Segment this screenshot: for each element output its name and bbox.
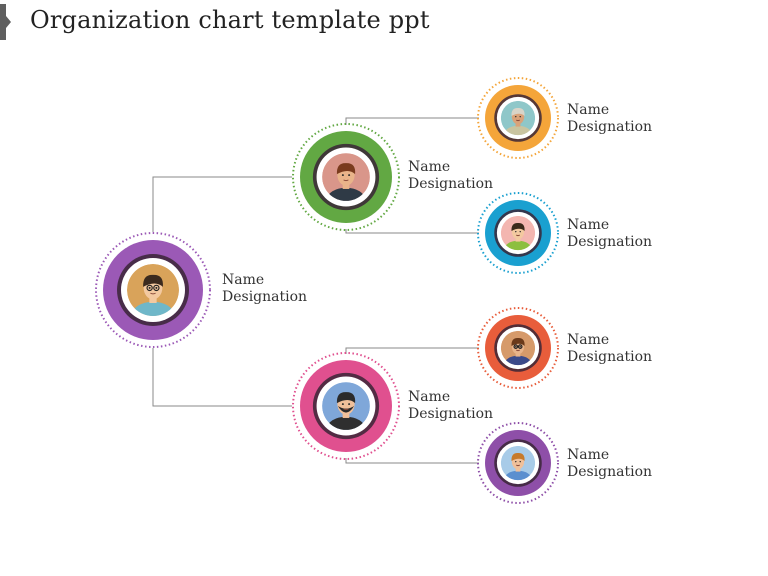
dotted-ring	[477, 307, 559, 389]
title-accent-bar	[0, 4, 11, 40]
org-nodes	[95, 77, 559, 504]
node-name: Name	[408, 159, 451, 175]
node-name: Name	[567, 217, 610, 233]
node-name: Name	[408, 389, 451, 405]
node-designation: Designation	[567, 119, 653, 135]
org-node-root	[95, 232, 211, 348]
connector-mgr1-emp1	[345, 117, 479, 125]
connector-mgr2-emp4	[345, 458, 479, 464]
bearded-man-avatar	[322, 382, 370, 430]
dotted-ring	[477, 422, 559, 504]
node-designation: Designation	[408, 176, 494, 192]
org-node-mgr1	[292, 123, 400, 231]
org-node-emp2	[477, 192, 559, 274]
node-designation: Designation	[408, 406, 494, 422]
connector-mgr1-emp2	[345, 229, 479, 234]
dotted-ring	[292, 352, 400, 460]
node-name: Name	[567, 102, 610, 118]
node-name: Name	[222, 272, 265, 288]
page-title: Organization chart template ppt	[30, 6, 430, 34]
node-designation: Designation	[222, 289, 308, 305]
man-suit-avatar	[322, 153, 370, 201]
node-designation: Designation	[567, 464, 653, 480]
node-designation: Designation	[567, 349, 653, 365]
man-glasses-avatar	[500, 330, 536, 366]
connector-root-mgr1	[152, 176, 292, 232]
node-designation: Designation	[567, 234, 653, 250]
dotted-ring	[477, 77, 559, 159]
dotted-ring	[95, 232, 211, 348]
connector-lines	[152, 117, 479, 464]
older-man-avatar	[500, 100, 536, 136]
org-node-emp1	[477, 77, 559, 159]
connector-root-mgr2	[152, 348, 292, 407]
dotted-ring	[477, 192, 559, 274]
node-name: Name	[567, 447, 610, 463]
node-name: Name	[567, 332, 610, 348]
org-node-emp3	[477, 307, 559, 389]
young-man-avatar	[500, 445, 536, 481]
man-avatar	[500, 215, 536, 251]
org-node-mgr2	[292, 352, 400, 460]
dotted-ring	[292, 123, 400, 231]
connector-mgr2-emp3	[345, 347, 479, 354]
org-node-emp4	[477, 422, 559, 504]
man-glasses-avatar	[127, 264, 179, 316]
